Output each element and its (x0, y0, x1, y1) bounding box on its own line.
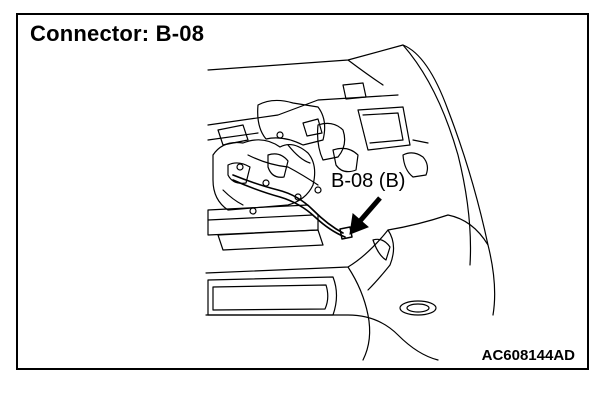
bumper-corner (372, 238, 391, 261)
battery-lid (362, 112, 404, 144)
engine-rail (207, 94, 399, 126)
harness-4 (222, 189, 244, 206)
clip-2 (262, 179, 270, 187)
engine-bay-line-drawing (205, 44, 496, 361)
engine-detail-1 (227, 162, 251, 184)
fascia-right (367, 229, 395, 291)
engine-detail-3 (217, 124, 249, 146)
harness-1 (232, 174, 344, 234)
intake-2 (332, 147, 359, 173)
bumper-outline (205, 214, 489, 274)
clip-4 (249, 207, 257, 215)
page-title: Connector: B-08 (30, 21, 205, 46)
engine-block (212, 139, 316, 211)
crossmember (217, 229, 324, 251)
engine-cover (257, 99, 326, 146)
radiator-support (207, 204, 319, 236)
intake (316, 122, 346, 161)
harness-3 (247, 154, 319, 186)
bumper-lower (205, 314, 439, 361)
grille-outer (207, 276, 338, 316)
diagram-frame: Connector: B-08 B-08 (B) AC608144AD (16, 13, 589, 370)
grille-inner (212, 284, 329, 311)
engine-detail-4 (302, 118, 323, 137)
harness-5 (287, 144, 311, 164)
clip-5 (276, 131, 284, 139)
fog-light (399, 300, 437, 316)
clip-1 (236, 163, 244, 171)
connector-b08 (339, 226, 353, 240)
clip-3 (294, 193, 302, 201)
headlamp-2 (412, 139, 429, 144)
battery-box (357, 106, 411, 151)
battery-top (342, 82, 367, 100)
radiator-support-2 (207, 214, 314, 221)
harness-2 (232, 179, 346, 238)
clip-6 (314, 186, 322, 194)
hood-edge (347, 59, 384, 86)
pointer-arrow (349, 196, 382, 235)
hood-outline (207, 44, 472, 266)
fascia-curve (347, 266, 371, 361)
figure-id: AC608144AD (481, 347, 575, 364)
engine-rail-2 (207, 132, 259, 141)
connector-callout-label: B-08 (B) (331, 170, 406, 192)
fender-outline (402, 44, 496, 316)
fog-light-inner (406, 303, 430, 313)
engine-detail-2 (267, 153, 289, 178)
headlamp (402, 152, 429, 178)
